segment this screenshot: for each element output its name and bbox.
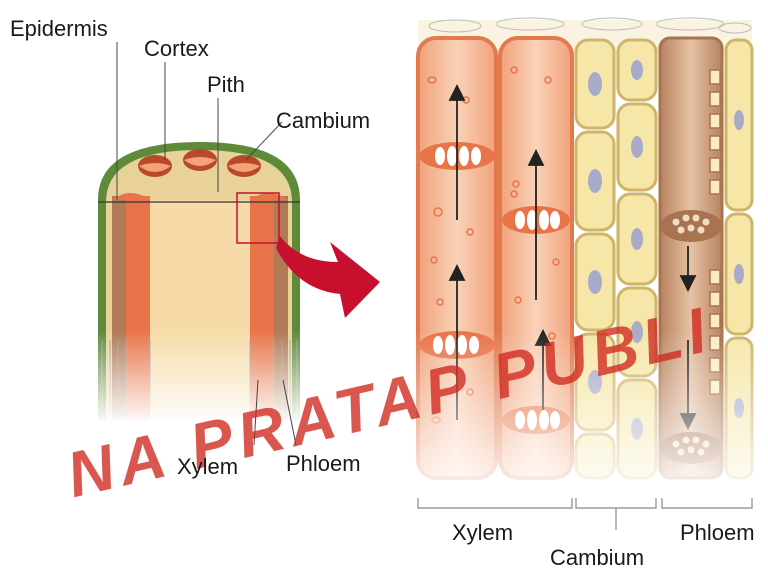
label-epidermis: Epidermis: [10, 18, 108, 40]
label-cortex: Cortex: [144, 38, 209, 60]
vascular-bundle: [227, 155, 261, 177]
label-cambium-left: Cambium: [276, 110, 370, 132]
stem-left: [94, 42, 306, 445]
label-phloem-right: Phloem: [680, 522, 755, 544]
magnified-tissue: [414, 18, 758, 530]
vascular-bundle: [183, 149, 217, 171]
vascular-bundle: [138, 155, 172, 177]
label-cambium-right: Cambium: [550, 547, 644, 569]
label-xylem-right: Xylem: [452, 522, 513, 544]
label-phloem-left: Phloem: [286, 453, 361, 475]
label-xylem-left: Xylem: [177, 456, 238, 478]
label-pith: Pith: [207, 74, 245, 96]
